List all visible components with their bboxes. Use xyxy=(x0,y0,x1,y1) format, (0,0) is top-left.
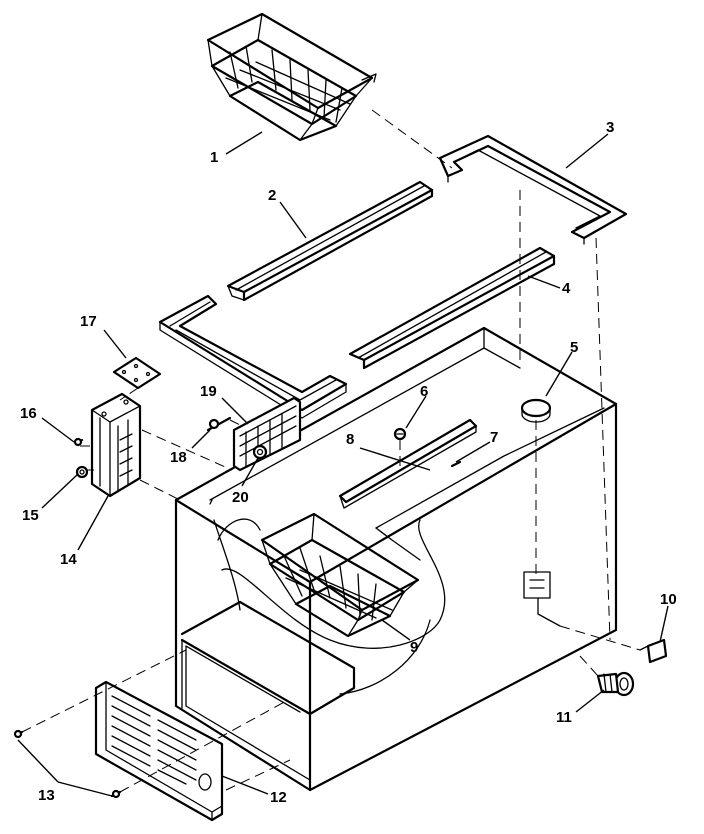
callout-1: 1 xyxy=(210,149,218,166)
part-14-hinge-bracket xyxy=(90,392,142,498)
callout-14: 14 xyxy=(60,551,77,568)
part-1-upper-basket xyxy=(206,12,377,142)
part-20-knob xyxy=(252,444,268,460)
freezer-cabinet xyxy=(174,326,618,792)
callout-7: 7 xyxy=(490,429,498,446)
part-7-screw xyxy=(450,460,462,468)
leader-lines xyxy=(17,131,669,797)
part-3-rear-breaker xyxy=(438,134,628,245)
alignment-lines xyxy=(21,109,641,793)
callout-17: 17 xyxy=(80,313,97,330)
callout-2: 2 xyxy=(268,187,276,204)
callout-5: 5 xyxy=(570,339,578,356)
callout-9: 9 xyxy=(410,639,418,656)
part-5-drain-plug xyxy=(520,398,552,423)
part-4-right-breaker xyxy=(348,246,556,370)
callout-6: 6 xyxy=(420,383,428,400)
callout-labels: 1 2 3 4 5 6 7 8 9 10 11 12 13 14 15 16 1… xyxy=(20,119,677,806)
part-19-terminal-board xyxy=(232,396,302,472)
callout-20: 20 xyxy=(232,489,249,506)
callout-11: 11 xyxy=(556,709,572,726)
callout-3: 3 xyxy=(606,119,614,136)
callout-18: 18 xyxy=(170,449,187,466)
callout-10: 10 xyxy=(660,591,677,608)
part-6-screw xyxy=(393,427,407,441)
callout-12: 12 xyxy=(270,789,287,806)
grille-slots xyxy=(111,695,197,785)
callout-16: 16 xyxy=(20,405,37,422)
part-17-mounting-plate xyxy=(112,356,162,390)
part-8-divider-rail xyxy=(338,418,478,509)
part-9-lower-basket xyxy=(260,512,420,638)
part-13-screws xyxy=(13,729,122,799)
part-18-screw xyxy=(206,416,232,432)
part-15-washer xyxy=(75,465,89,479)
callout-19: 19 xyxy=(200,383,217,400)
callout-13: 13 xyxy=(38,787,55,804)
part-10-cap xyxy=(639,638,668,664)
callout-8: 8 xyxy=(346,431,354,448)
part-11-drain-fitting xyxy=(596,671,635,697)
part-12-front-grille xyxy=(94,680,224,822)
callout-4: 4 xyxy=(562,280,571,297)
part-2-left-breaker xyxy=(226,180,434,302)
callout-15: 15 xyxy=(22,507,39,524)
left-corner-breaker xyxy=(158,294,348,419)
part-16-screw xyxy=(73,437,84,447)
